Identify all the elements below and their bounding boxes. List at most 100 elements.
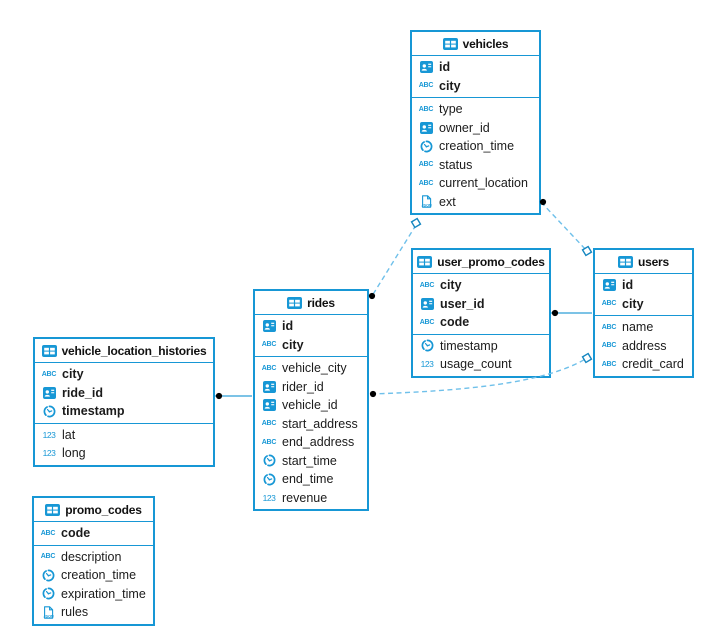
field-row-end_time: end_time xyxy=(255,470,367,489)
field-name-label: status xyxy=(439,157,473,172)
field-row-end_address: ABC end_address xyxy=(255,433,367,452)
string-type-icon: ABC xyxy=(601,342,617,350)
relationship-dot-endpoint xyxy=(551,309,559,317)
field-row-start_time: start_time xyxy=(255,452,367,471)
table-header: promo_codes xyxy=(34,498,153,522)
field-row-creation_time: creation_time xyxy=(412,137,539,156)
string-type-icon: ABC xyxy=(601,360,617,368)
field-name-label: city xyxy=(440,278,462,292)
field-row-usage_count: 123 usage_count xyxy=(413,355,549,374)
relationship-user_promo_codes-users[interactable] xyxy=(551,309,592,317)
number-type-icon: 123 xyxy=(42,448,56,458)
field-name-label: expiration_time xyxy=(61,586,146,601)
field-row-credit_card: ABC credit_card xyxy=(595,355,692,374)
field-name-label: timestamp xyxy=(62,404,125,418)
string-type-icon: ABC xyxy=(261,341,277,349)
field-name-label: city xyxy=(62,367,84,381)
field-name-label: end_address xyxy=(282,435,355,449)
uuid-type-icon xyxy=(260,320,278,333)
field-name-label: usage_count xyxy=(440,357,512,371)
field-row-ext: JSON ext xyxy=(412,193,539,212)
number-type-icon: 123 xyxy=(42,429,56,440)
string-type-icon: ABC xyxy=(41,370,57,378)
table-name-label: vehicle_location_histories xyxy=(61,343,207,358)
table-icon xyxy=(41,344,57,357)
timestamp-type-icon xyxy=(40,405,58,418)
timestamp-type-icon xyxy=(260,473,278,486)
string-type-icon: ABC xyxy=(418,105,434,113)
svg-text:JSON: JSON xyxy=(43,614,54,618)
field-row-timestamp: timestamp xyxy=(35,402,213,421)
field-name-label: ext xyxy=(439,194,456,209)
timestamp-type-icon xyxy=(418,339,436,352)
field-row-timestamp: timestamp xyxy=(413,337,549,356)
field-name-label: creation_time xyxy=(61,568,137,582)
field-name-label: id xyxy=(282,319,294,333)
timestamp-type-icon xyxy=(39,587,57,600)
json-type-icon: JSON xyxy=(417,195,435,208)
field-row-name: ABC name xyxy=(595,318,692,337)
timestamp-type-icon xyxy=(39,569,57,582)
field-name-label: code xyxy=(61,526,91,540)
field-name-label: name xyxy=(622,320,654,334)
field-name-label: city xyxy=(439,78,461,93)
field-row-id: id xyxy=(595,276,692,295)
field-name-label: current_location xyxy=(439,176,528,190)
relationship-diamond-endpoint xyxy=(581,245,593,257)
uuid-type-icon xyxy=(418,297,436,310)
number-type-icon: 123 xyxy=(420,359,434,369)
field-name-label: user_id xyxy=(440,296,485,311)
field-name-label: code xyxy=(440,315,470,329)
table-icon xyxy=(417,255,433,268)
field-row-rider_id: rider_id xyxy=(255,378,367,397)
field-name-label: type xyxy=(439,102,463,116)
string-type-icon: ABC xyxy=(261,438,277,446)
field-name-label: long xyxy=(62,446,86,460)
table-header: user_promo_codes xyxy=(413,250,549,274)
uuid-type-icon xyxy=(260,399,278,412)
string-type-icon: ABC xyxy=(419,318,435,326)
timestamp-type-icon xyxy=(260,454,278,467)
field-name-label: vehicle_id xyxy=(282,398,338,412)
table-icon xyxy=(287,296,303,309)
field-row-type: ABC type xyxy=(412,100,539,119)
field-name-label: id xyxy=(622,278,634,292)
field-name-label: ride_id xyxy=(62,385,103,400)
field-row-id: id xyxy=(412,58,539,77)
string-type-icon: ABC xyxy=(418,82,434,90)
field-name-label: revenue xyxy=(282,490,328,505)
table-name-label: vehicles xyxy=(462,36,509,51)
field-row-code: ABC code xyxy=(413,313,549,332)
field-row-city: ABC city xyxy=(412,77,539,96)
relationship-line xyxy=(540,201,588,252)
uuid-type-icon xyxy=(260,380,278,393)
relationship-dot-endpoint xyxy=(368,292,376,300)
field-row-city: ABC city xyxy=(35,365,213,384)
field-name-label: credit_card xyxy=(622,357,684,371)
relationship-diamond-endpoint xyxy=(410,217,422,229)
field-row-vehicle_id: vehicle_id xyxy=(255,396,367,415)
fields-section: timestamp 123 usage_count xyxy=(413,333,549,376)
string-type-icon: ABC xyxy=(601,323,617,331)
timestamp-type-icon xyxy=(417,140,435,153)
table-header: rides xyxy=(255,291,367,315)
relationship-vehicle_location_histories-rides[interactable] xyxy=(215,392,252,400)
